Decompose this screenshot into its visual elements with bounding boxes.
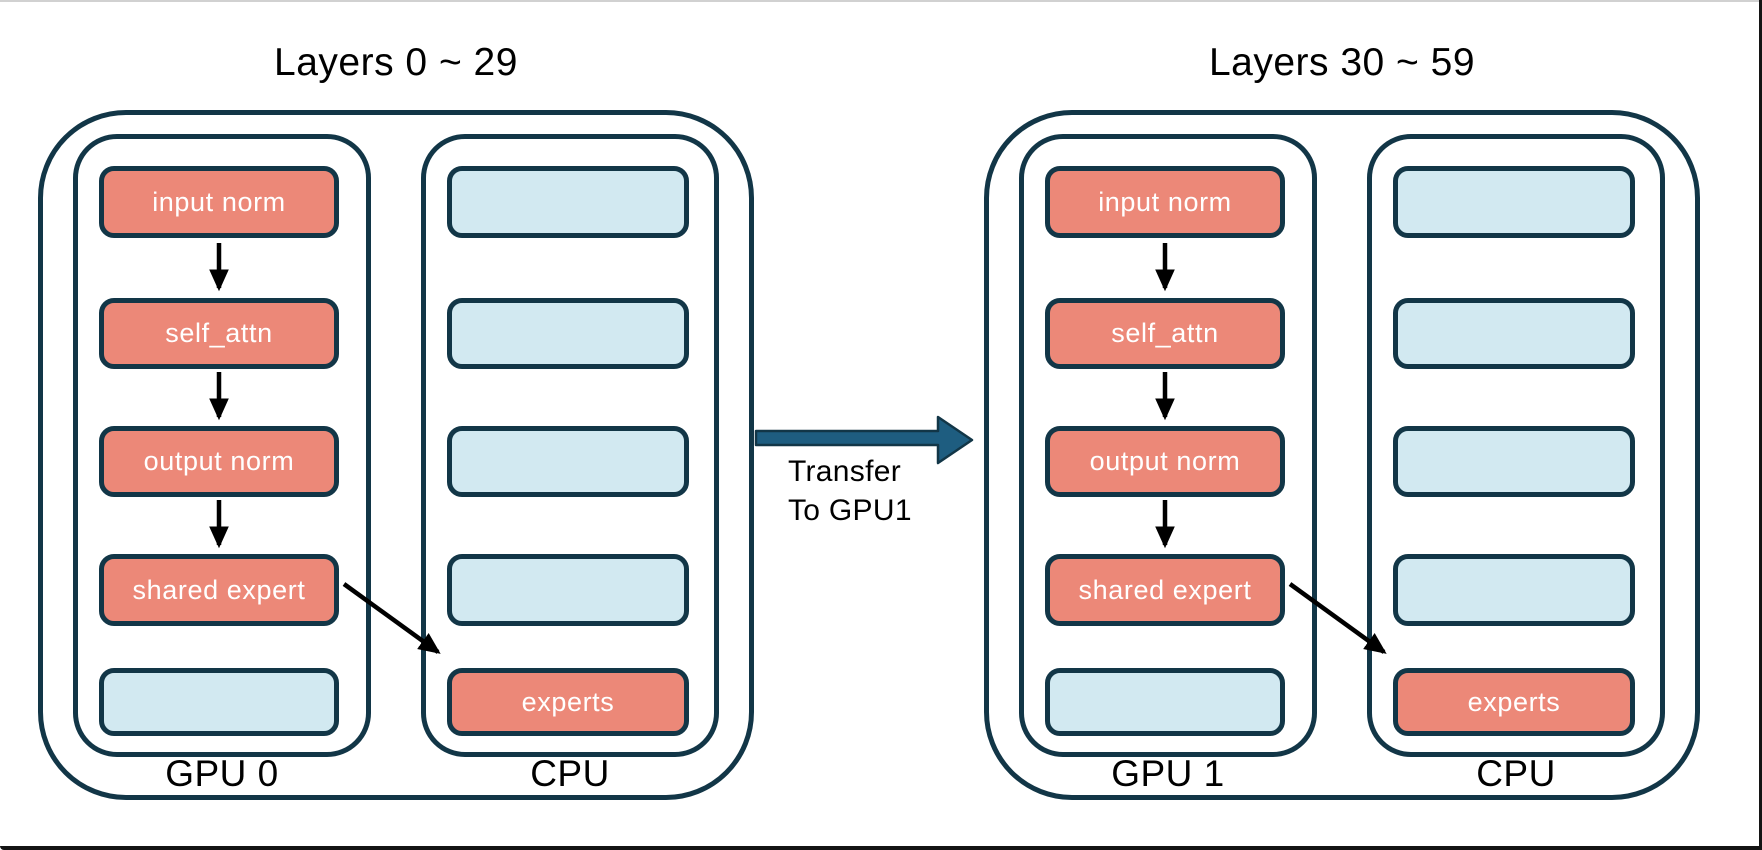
memory-slot-empty bbox=[1045, 668, 1285, 736]
module-input-norm: input norm bbox=[99, 166, 339, 238]
device-label-cpu-left: CPU bbox=[530, 753, 610, 794]
memory-slot-empty bbox=[1393, 298, 1635, 369]
module-experts: experts bbox=[447, 668, 689, 736]
group-title-right: Layers 30 ~ 59 bbox=[1208, 41, 1476, 84]
frame-right-edge bbox=[1759, 0, 1762, 850]
module-experts: experts bbox=[1393, 668, 1635, 736]
memory-slot-empty bbox=[447, 426, 689, 497]
module-self-attn: self_attn bbox=[1045, 298, 1285, 369]
memory-slot-empty bbox=[99, 668, 339, 736]
module-output-norm: output norm bbox=[99, 426, 339, 497]
device-label-gpu0: GPU 0 bbox=[165, 753, 279, 794]
memory-slot-empty bbox=[1393, 426, 1635, 497]
transfer-label: Transfer To GPU1 bbox=[788, 452, 1008, 530]
device-label-cpu-right: CPU bbox=[1476, 753, 1556, 794]
memory-slot-empty bbox=[1393, 554, 1635, 626]
memory-slot-empty bbox=[447, 166, 689, 238]
module-shared-expert: shared expert bbox=[99, 554, 339, 626]
group-title-left: Layers 0 ~ 29 bbox=[274, 41, 518, 84]
transfer-label-line2: To GPU1 bbox=[788, 494, 912, 527]
memory-slot-empty bbox=[447, 554, 689, 626]
module-input-norm: input norm bbox=[1045, 166, 1285, 238]
module-output-norm: output norm bbox=[1045, 426, 1285, 497]
frame-top-edge bbox=[0, 0, 1762, 2]
device-label-gpu1: GPU 1 bbox=[1111, 753, 1225, 794]
transfer-label-line1: Transfer bbox=[788, 455, 901, 488]
module-shared-expert: shared expert bbox=[1045, 554, 1285, 626]
frame-bottom-edge bbox=[0, 846, 1762, 850]
module-self-attn: self_attn bbox=[99, 298, 339, 369]
memory-slot-empty bbox=[447, 298, 689, 369]
memory-slot-empty bbox=[1393, 166, 1635, 238]
